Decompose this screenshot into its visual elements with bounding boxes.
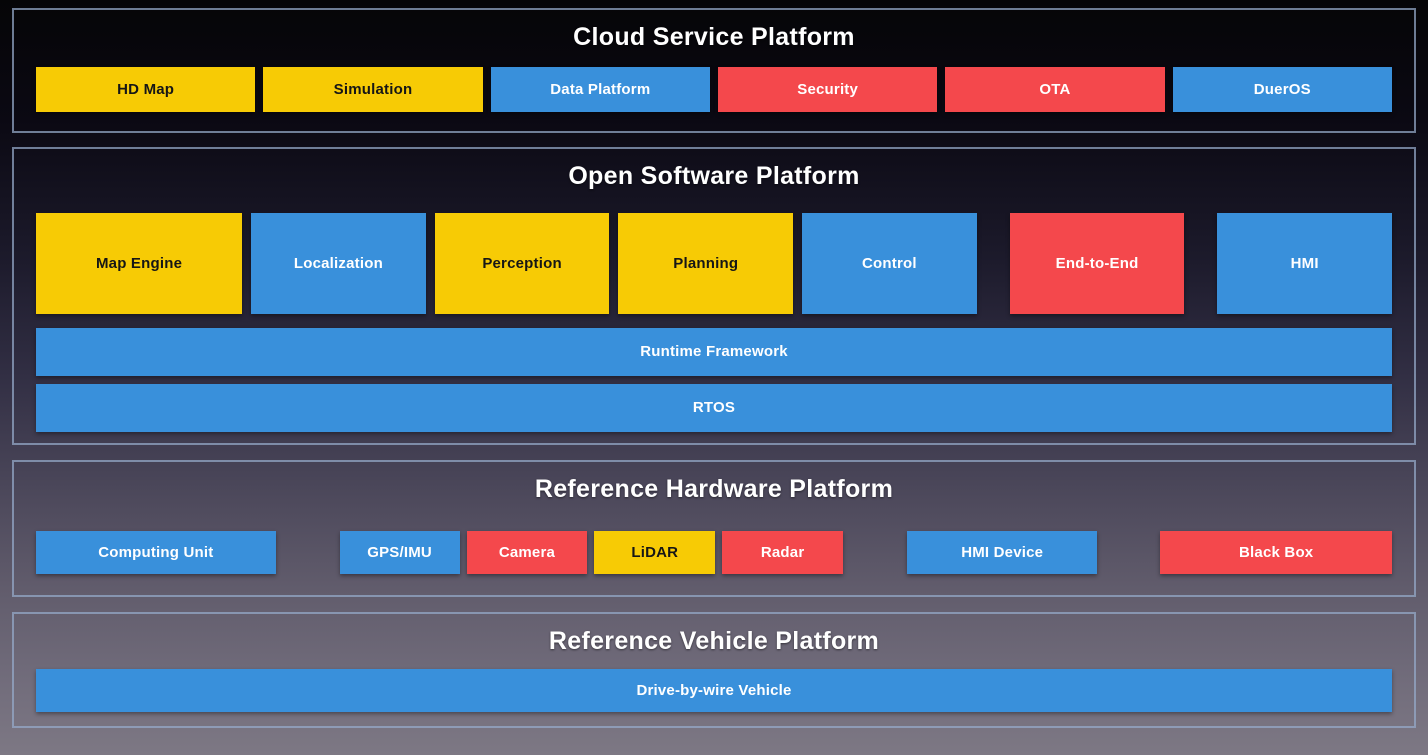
module-hmi: HMI: [1217, 212, 1393, 314]
reference-hardware-platform-title: Reference Hardware Platform: [534, 475, 894, 503]
module-control: Control: [802, 212, 977, 314]
cloud-service-platform-title: Cloud Service Platform: [573, 23, 855, 51]
bar-runtime-framework: Runtime Framework: [36, 327, 1392, 376]
section-reference-hardware-platform: Reference Hardware Platform Computing Un…: [12, 460, 1416, 597]
box-radar: Radar: [722, 530, 844, 574]
open-software-platform-title: Open Software Platform: [568, 162, 860, 190]
box-data-platform: Data Platform: [490, 66, 710, 112]
module-map-engine: Map Engine: [36, 212, 243, 314]
reference-vehicle-platform-title: Reference Vehicle Platform: [548, 627, 880, 655]
bar-rtos: RTOS: [36, 383, 1392, 432]
bar-drive-by-wire-vehicle: Drive-by-wire Vehicle: [36, 668, 1392, 712]
box-security: Security: [717, 66, 938, 112]
software-modules-row: Map Engine Localization Perception Plann…: [14, 212, 1414, 314]
box-lidar: LiDAR: [594, 530, 716, 574]
box-black-box: Black Box: [1160, 530, 1392, 574]
section-cloud-service-platform: Cloud Service Platform HD Map Simulation…: [12, 8, 1416, 133]
module-end-to-end: End-to-End: [1009, 212, 1185, 314]
box-camera: Camera: [466, 530, 588, 574]
section-reference-vehicle-platform: Reference Vehicle Platform Drive-by-wire…: [12, 612, 1416, 728]
box-ota: OTA: [945, 66, 1165, 112]
module-planning: Planning: [618, 212, 794, 314]
box-hd-map: HD Map: [36, 66, 256, 112]
section-open-software-platform: Open Software Platform Map Engine Locali…: [12, 147, 1416, 445]
hardware-boxes-row: Computing Unit GPS/IMU Camera LiDAR Rada…: [14, 530, 1414, 574]
box-simulation: Simulation: [263, 66, 483, 112]
module-localization: Localization: [251, 212, 426, 314]
box-gps-imu: GPS/IMU: [339, 530, 460, 574]
cloud-boxes-row: HD Map Simulation Data Platform Security…: [14, 66, 1414, 112]
module-perception: Perception: [434, 212, 610, 314]
box-computing-unit: Computing Unit: [36, 530, 276, 574]
box-hmi-device: HMI Device: [907, 530, 1098, 574]
box-dueros: DuerOS: [1172, 66, 1392, 112]
